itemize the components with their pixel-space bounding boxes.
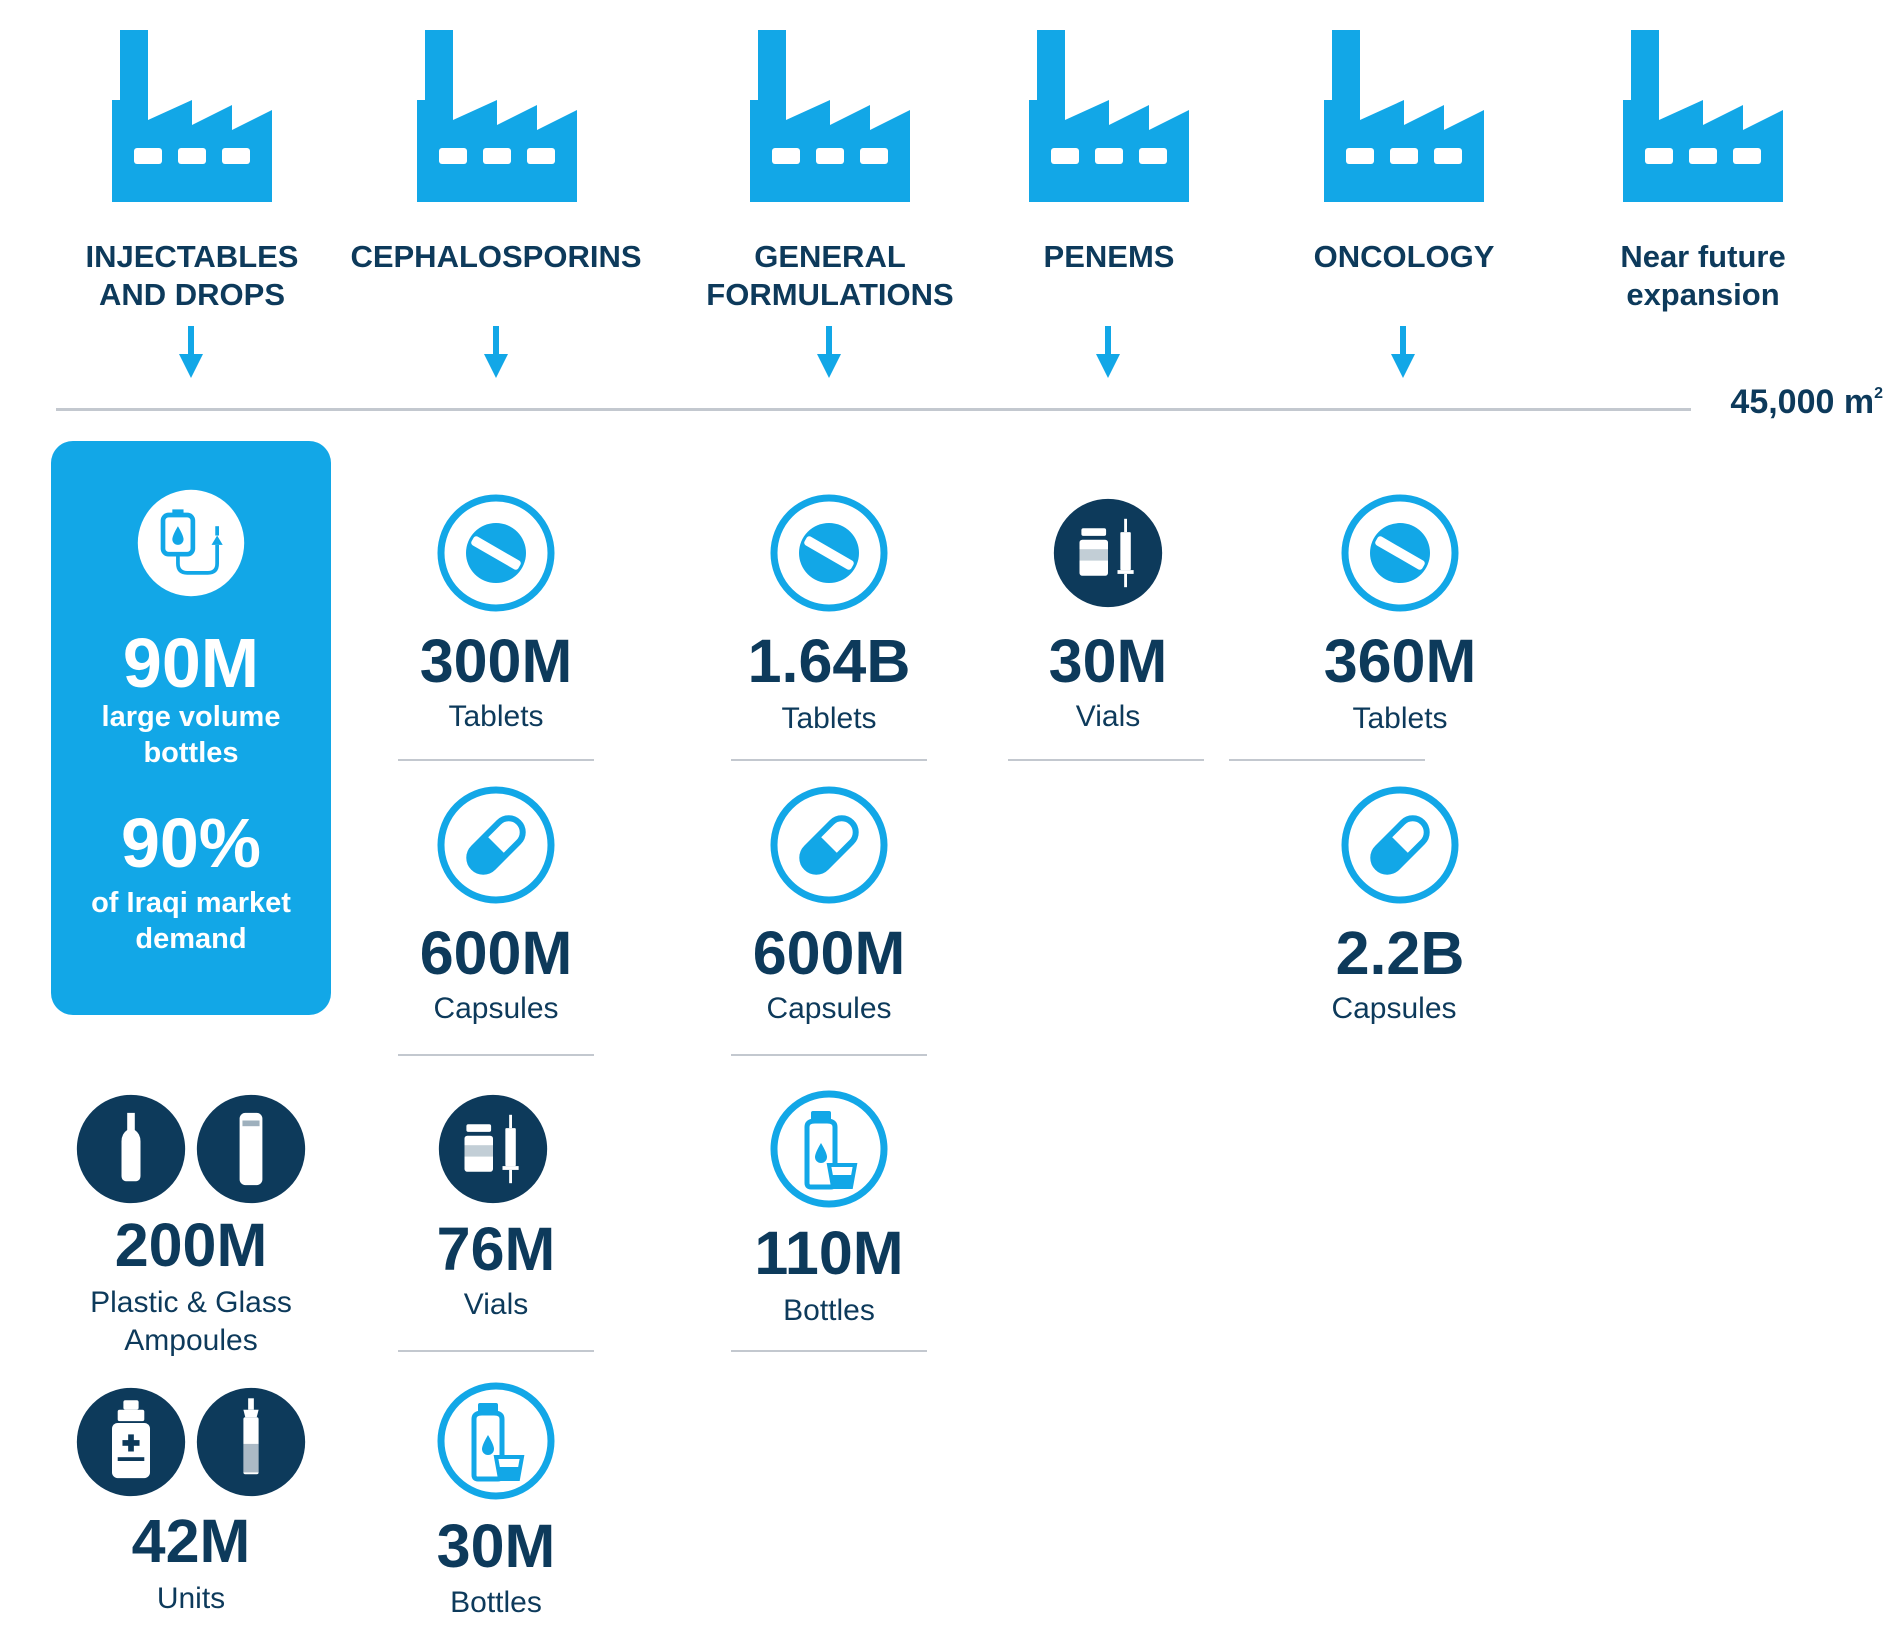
injector-icon (194, 1385, 308, 1499)
metric-label: Tablets (448, 700, 544, 733)
highlight-label-market: of Iraqi market demand (91, 887, 291, 955)
capsule-icon (1340, 785, 1460, 905)
highlight-label-bottles: large volume bottles (101, 701, 281, 769)
metric-label: Vials (463, 1288, 529, 1321)
vial-syringe-icon (436, 1092, 550, 1206)
down-arrow-icon (1391, 326, 1415, 378)
metric-label: Bottles (450, 1586, 542, 1619)
factory-icon (1324, 30, 1484, 202)
metric-value: 200M (114, 1211, 268, 1279)
metric-label: Vials (1075, 700, 1141, 733)
plant-label-expansion: Near future expansion (1620, 239, 1786, 312)
plant-label-injectables: INJECTABLES AND DROPS (85, 239, 299, 312)
tablet-icon (769, 493, 889, 613)
divider (398, 1054, 594, 1056)
down-arrow-icon (817, 326, 841, 378)
divider (398, 759, 594, 761)
metric-label: Capsules (1331, 992, 1457, 1025)
divider (731, 1350, 927, 1352)
capsule-icon (436, 785, 556, 905)
total-area: 45,000 m2 (1730, 383, 1883, 421)
metric-value: 110M (754, 1219, 904, 1287)
capsule-icon (769, 785, 889, 905)
ampoule-icon (74, 1092, 188, 1206)
area-baseline (56, 408, 1691, 411)
metric-label: Bottles (783, 1294, 875, 1327)
metric-value: 600M (419, 919, 573, 987)
plastic-ampoule-icon (194, 1092, 308, 1206)
plant-label-cephalosporins: CEPHALOSPORINS (350, 239, 642, 274)
factory-icon (112, 30, 272, 202)
bottle-icon (436, 1381, 556, 1501)
vial-syringe-icon (1051, 496, 1165, 610)
plant-label-general: GENERAL FORMULATIONS (706, 239, 954, 312)
metric-label: Units (156, 1582, 226, 1615)
plant-label-oncology: ONCOLOGY (1313, 239, 1495, 274)
metric-value: 300M (419, 627, 573, 695)
metric-label: Plastic & Glass Ampoules (90, 1286, 292, 1357)
metric-label: Tablets (1352, 702, 1448, 735)
divider (1229, 759, 1425, 761)
factory-icon (1029, 30, 1189, 202)
metric-label: Tablets (781, 702, 877, 735)
metric-value: 360M (1323, 627, 1477, 695)
factory-icon (750, 30, 910, 202)
down-arrow-icon (1096, 326, 1120, 378)
factory-icon (1623, 30, 1783, 202)
drops-bottle-icon (74, 1385, 188, 1499)
metric-value: 76M (436, 1215, 556, 1283)
plant-label-penems: PENEMS (1043, 239, 1175, 274)
metric-value: 30M (1048, 627, 1168, 695)
metric-value: 600M (752, 919, 906, 987)
divider (398, 1350, 594, 1352)
metric-value: 1.64B (747, 627, 911, 695)
tablet-icon (1340, 493, 1460, 613)
metric-value: 42M (131, 1507, 251, 1575)
divider (731, 1054, 927, 1056)
down-arrow-icon (179, 326, 203, 378)
metric-value: 2.2B (1335, 919, 1465, 987)
metric-value: 30M (436, 1512, 556, 1580)
factory-icon (417, 30, 577, 202)
metric-label: Capsules (766, 992, 892, 1025)
injectables-highlight-box: 90M large volume bottles 90% of Iraqi ma… (51, 441, 331, 1015)
bottle-icon (769, 1089, 889, 1209)
down-arrow-icon (484, 326, 508, 378)
iv-bag-icon (135, 487, 247, 599)
tablet-icon (436, 493, 556, 613)
metric-label: Capsules (433, 992, 559, 1025)
divider (731, 759, 927, 761)
divider (1008, 759, 1204, 761)
highlight-value-market: 90% (120, 804, 262, 882)
highlight-value-bottles: 90M (122, 624, 260, 702)
